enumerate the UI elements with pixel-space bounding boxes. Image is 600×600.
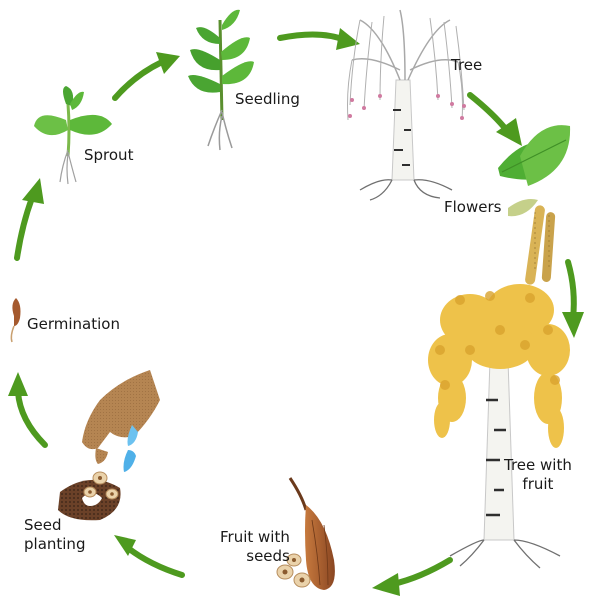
arrow-fruit-to-seed-planting xyxy=(114,535,185,578)
arrow-germination-to-sprout xyxy=(14,178,44,261)
label-germination: Germination xyxy=(27,315,120,333)
label-sprout: Sprout xyxy=(84,146,134,164)
sprout-icon xyxy=(34,86,112,185)
fruit-tree-icon xyxy=(428,284,570,569)
cycle-arrows xyxy=(8,28,584,596)
arrow-tree-to-flowers xyxy=(467,92,522,146)
seed-planting-icon xyxy=(58,370,160,521)
label-tree-with-fruit: Tree with fruit xyxy=(504,456,572,493)
arrow-flowers-to-fruit-tree xyxy=(562,259,584,338)
germinating-seed-icon xyxy=(10,298,21,343)
fruit-cone-icon xyxy=(276,477,335,590)
label-fruit-with-seeds: Fruit with seeds xyxy=(220,528,290,565)
label-tree: Tree xyxy=(451,56,483,74)
arrow-sprout-to-seedling xyxy=(112,52,180,101)
arrow-fruit-tree-to-fruit xyxy=(372,557,453,596)
label-seedling: Seedling xyxy=(235,90,300,108)
flowers-icon xyxy=(498,125,571,285)
arrow-seedling-to-tree xyxy=(277,28,360,50)
label-flowers: Flowers xyxy=(444,198,502,216)
arrow-seed-planting-to-germination xyxy=(8,372,48,448)
label-seed-planting: Seed planting xyxy=(24,516,86,553)
seedling-icon xyxy=(188,9,254,151)
tree-icon xyxy=(347,9,466,201)
